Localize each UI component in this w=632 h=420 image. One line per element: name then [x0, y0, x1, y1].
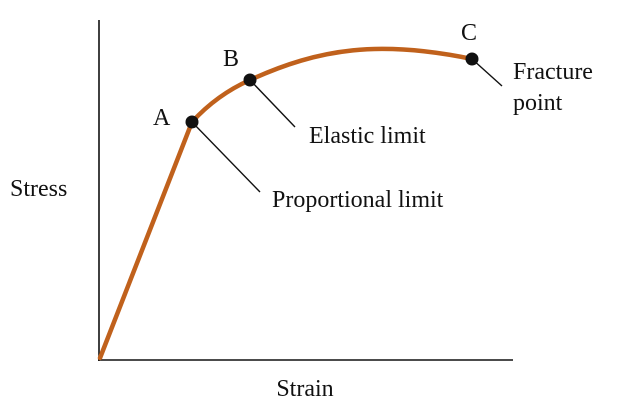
elastic-limit-label: Elastic limit: [309, 123, 426, 149]
y-axis-label: Stress: [10, 176, 67, 202]
proportional-limit-label: Proportional limit: [272, 187, 444, 213]
leader-line-a: [191, 121, 261, 193]
stress-strain-curve: [97, 46, 475, 361]
point-c-marker: [465, 52, 479, 66]
point-a-letter: A: [153, 105, 171, 131]
leader-line-b: [249, 79, 296, 128]
fracture-point-label-line2: point: [513, 90, 563, 116]
leader-line-c: [471, 58, 503, 87]
fracture-point-label-line1: Fracture: [513, 59, 593, 85]
point-b-letter: B: [223, 46, 239, 72]
point-b-marker: [243, 73, 257, 87]
point-c-letter: C: [461, 20, 477, 46]
point-a-marker: [185, 115, 199, 129]
x-axis-label: Strain: [276, 376, 333, 402]
